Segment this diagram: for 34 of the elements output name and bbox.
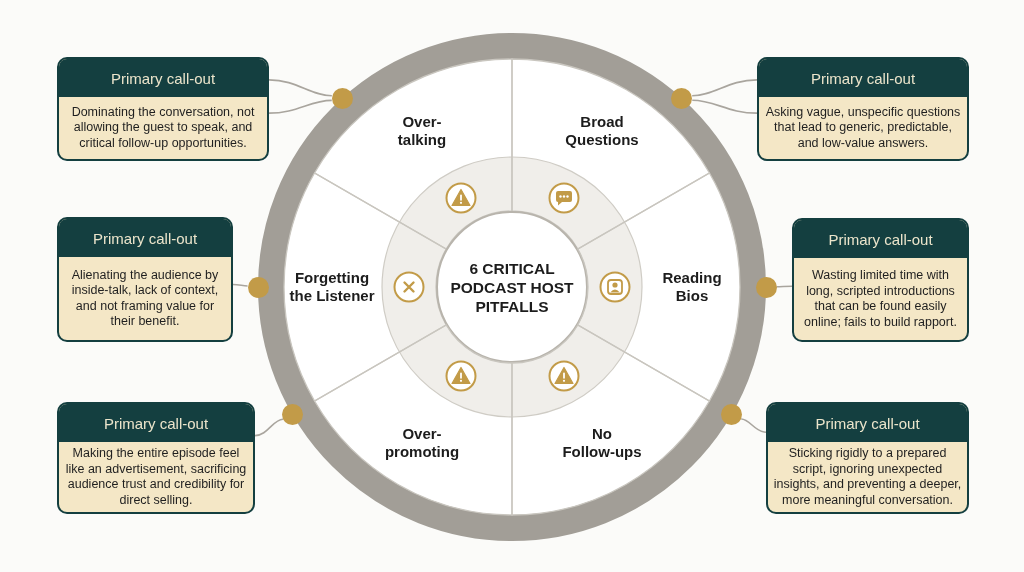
segment-label: Forgetting the Listener xyxy=(288,269,376,305)
connector-line xyxy=(268,99,333,114)
connector-line xyxy=(691,79,758,97)
callout-header: Primary call-out xyxy=(794,220,967,258)
connector-line xyxy=(232,283,249,287)
callout-text: Sticking rigidly to a prepared script, ignoring unexpected insights, and preventing a deeper, more meaningful conversation. xyxy=(772,446,963,508)
center-title: 6 CRITICAL PODCAST HOST PITFALLS xyxy=(449,258,575,316)
callout-card xyxy=(57,57,269,161)
callout-text: Asking vague, unspecific questions that lead to generic, predictable, and low-value answers. xyxy=(764,104,962,152)
segment-label: Broad Questions xyxy=(564,113,640,150)
segment-label: Reading Bios xyxy=(661,269,723,305)
callout-header: Primary call-out xyxy=(759,59,967,97)
connector-line xyxy=(254,418,284,437)
callout-text: Making the entire episode feel like an advertisement, sacrificing audience trust and credibility for direct selling. xyxy=(64,446,248,508)
connector-line xyxy=(740,418,767,434)
callout-card xyxy=(57,217,233,342)
segment-label: Over-talking xyxy=(396,113,448,150)
callout-header: Primary call-out xyxy=(768,404,967,442)
callout-text: Dominating the conversation, not allowing the guest to speak, and critical follow-up opportunities. xyxy=(70,104,256,152)
callout-header: Primary call-out xyxy=(59,59,267,97)
segment-label: No Follow-ups xyxy=(561,424,643,461)
segment-label: Over-promoting xyxy=(383,424,461,461)
callout-card xyxy=(792,218,969,342)
callout-header: Primary call-out xyxy=(59,404,253,442)
connector-dot xyxy=(331,87,353,109)
callout-card xyxy=(57,402,255,514)
connector-line xyxy=(691,99,758,114)
callout-header: Primary call-out xyxy=(59,219,231,257)
callout-text: Alienating the audience by inside-talk, lack of context, and not framing value for their benefit. xyxy=(70,267,220,330)
callout-card xyxy=(766,402,969,514)
connector-line xyxy=(268,79,333,97)
connector-dot xyxy=(671,87,693,109)
callout-text: Wasting limited time with long, scripted introductions that can be found easily online; fails to build rapport. xyxy=(803,268,958,330)
callout-card xyxy=(757,57,969,161)
